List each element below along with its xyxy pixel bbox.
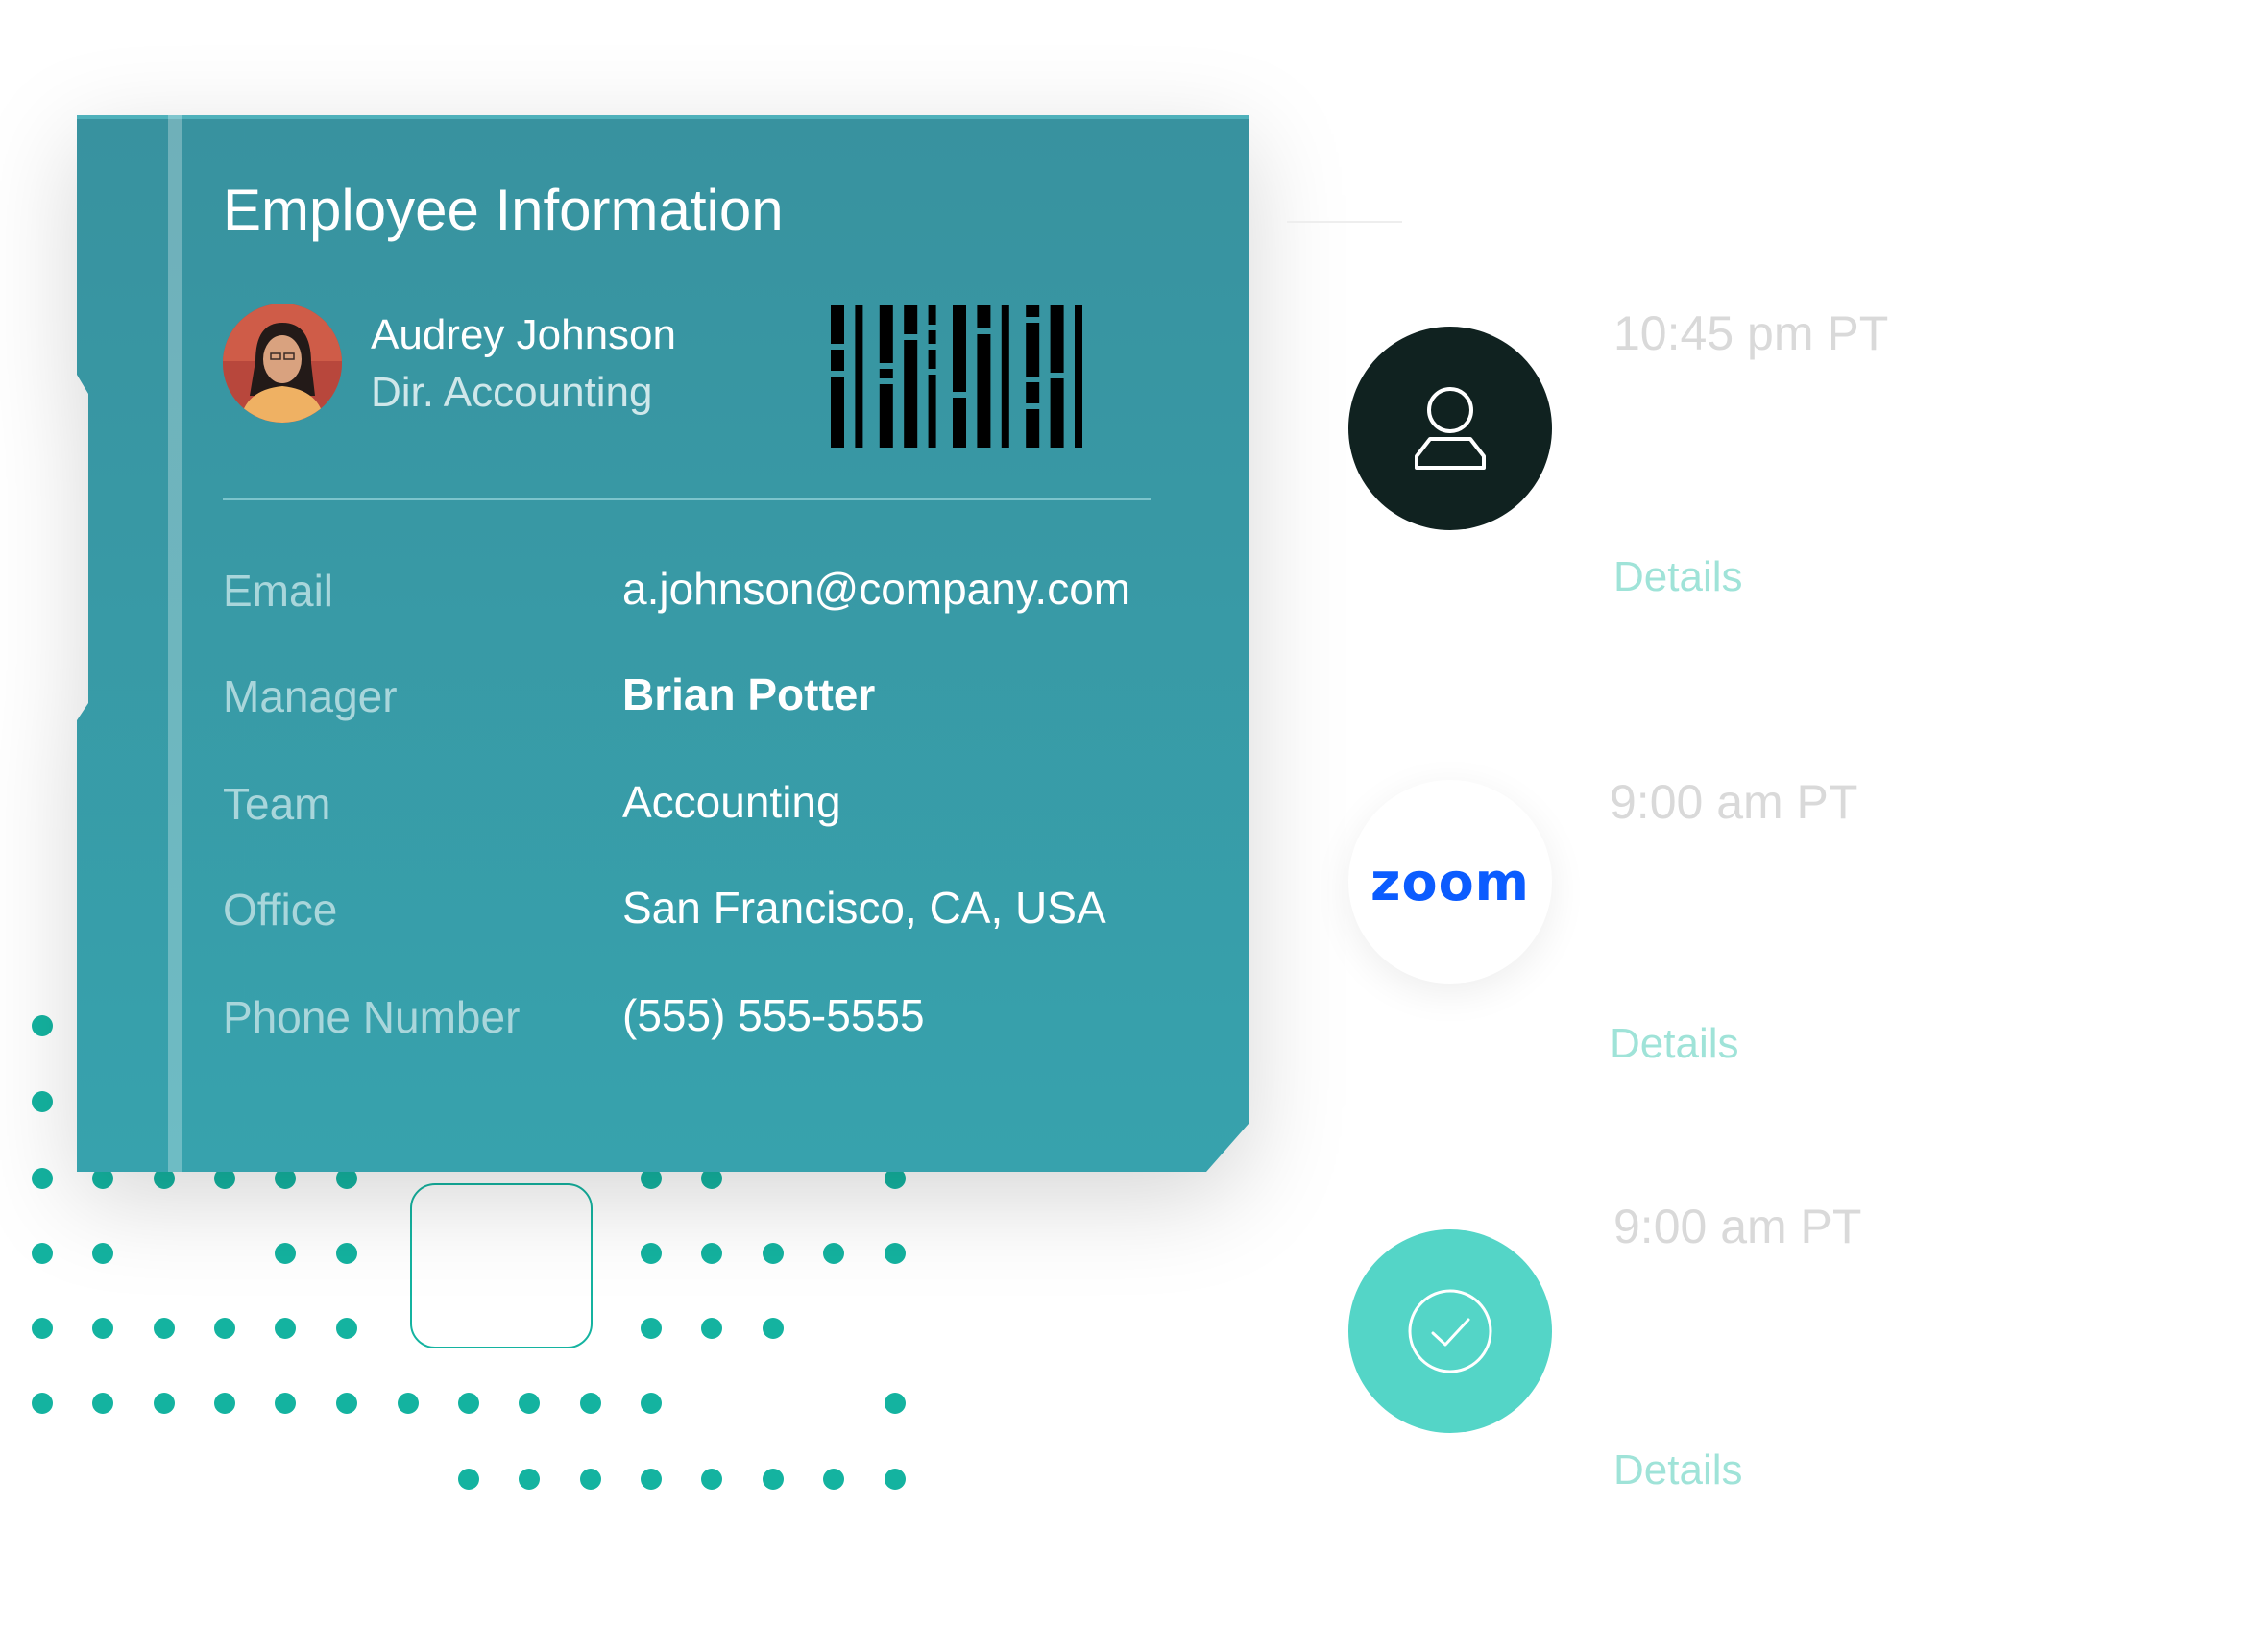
check-circle-icon[interactable] — [1348, 1229, 1552, 1433]
field-label: Office — [223, 885, 338, 935]
field-value: (555) 555-5555 — [622, 990, 925, 1040]
timeline-time-1: 10:45 pm PT — [1613, 306, 1889, 360]
avatar — [223, 304, 342, 423]
user-icon[interactable] — [1348, 327, 1552, 530]
field-value: San Francisco, CA, USA — [622, 883, 1106, 933]
person-name: Audrey Johnson — [371, 311, 676, 358]
connector-line — [1287, 221, 1402, 223]
field-value: Accounting — [622, 777, 841, 827]
field-label: Phone Number — [223, 992, 521, 1042]
field-label: Manager — [223, 671, 398, 721]
zoom-logo[interactable]: zoom — [1348, 780, 1552, 984]
details-link-3[interactable]: Details — [1613, 1446, 1743, 1494]
details-link-2[interactable]: Details — [1610, 1020, 1739, 1067]
card-background — [77, 115, 1249, 1172]
details-link-1[interactable]: Details — [1613, 553, 1743, 600]
field-value: a.johnson@company.com — [622, 564, 1131, 614]
user-icon-glyph — [1415, 387, 1486, 470]
field-value: Brian Potter — [622, 669, 876, 719]
field-label: Email — [223, 566, 334, 616]
card-title: Employee Information — [223, 178, 784, 242]
card-side-stripe — [168, 115, 182, 1172]
person-role: Dir. Accounting — [371, 369, 653, 416]
outline-square-decoration — [410, 1183, 593, 1348]
card-top-border — [77, 115, 1249, 119]
card-divider — [223, 498, 1151, 500]
timeline-time-2: 9:00 am PT — [1610, 775, 1858, 829]
timeline-time-3: 9:00 am PT — [1613, 1200, 1862, 1253]
check-icon — [1408, 1289, 1492, 1373]
barcode-graphic — [831, 305, 1082, 448]
employee-info-card: Employee Information Audrey Johnson Dir.… — [77, 115, 1249, 1172]
zoom-logo-text: zoom — [1370, 851, 1530, 912]
field-label: Team — [223, 779, 331, 829]
